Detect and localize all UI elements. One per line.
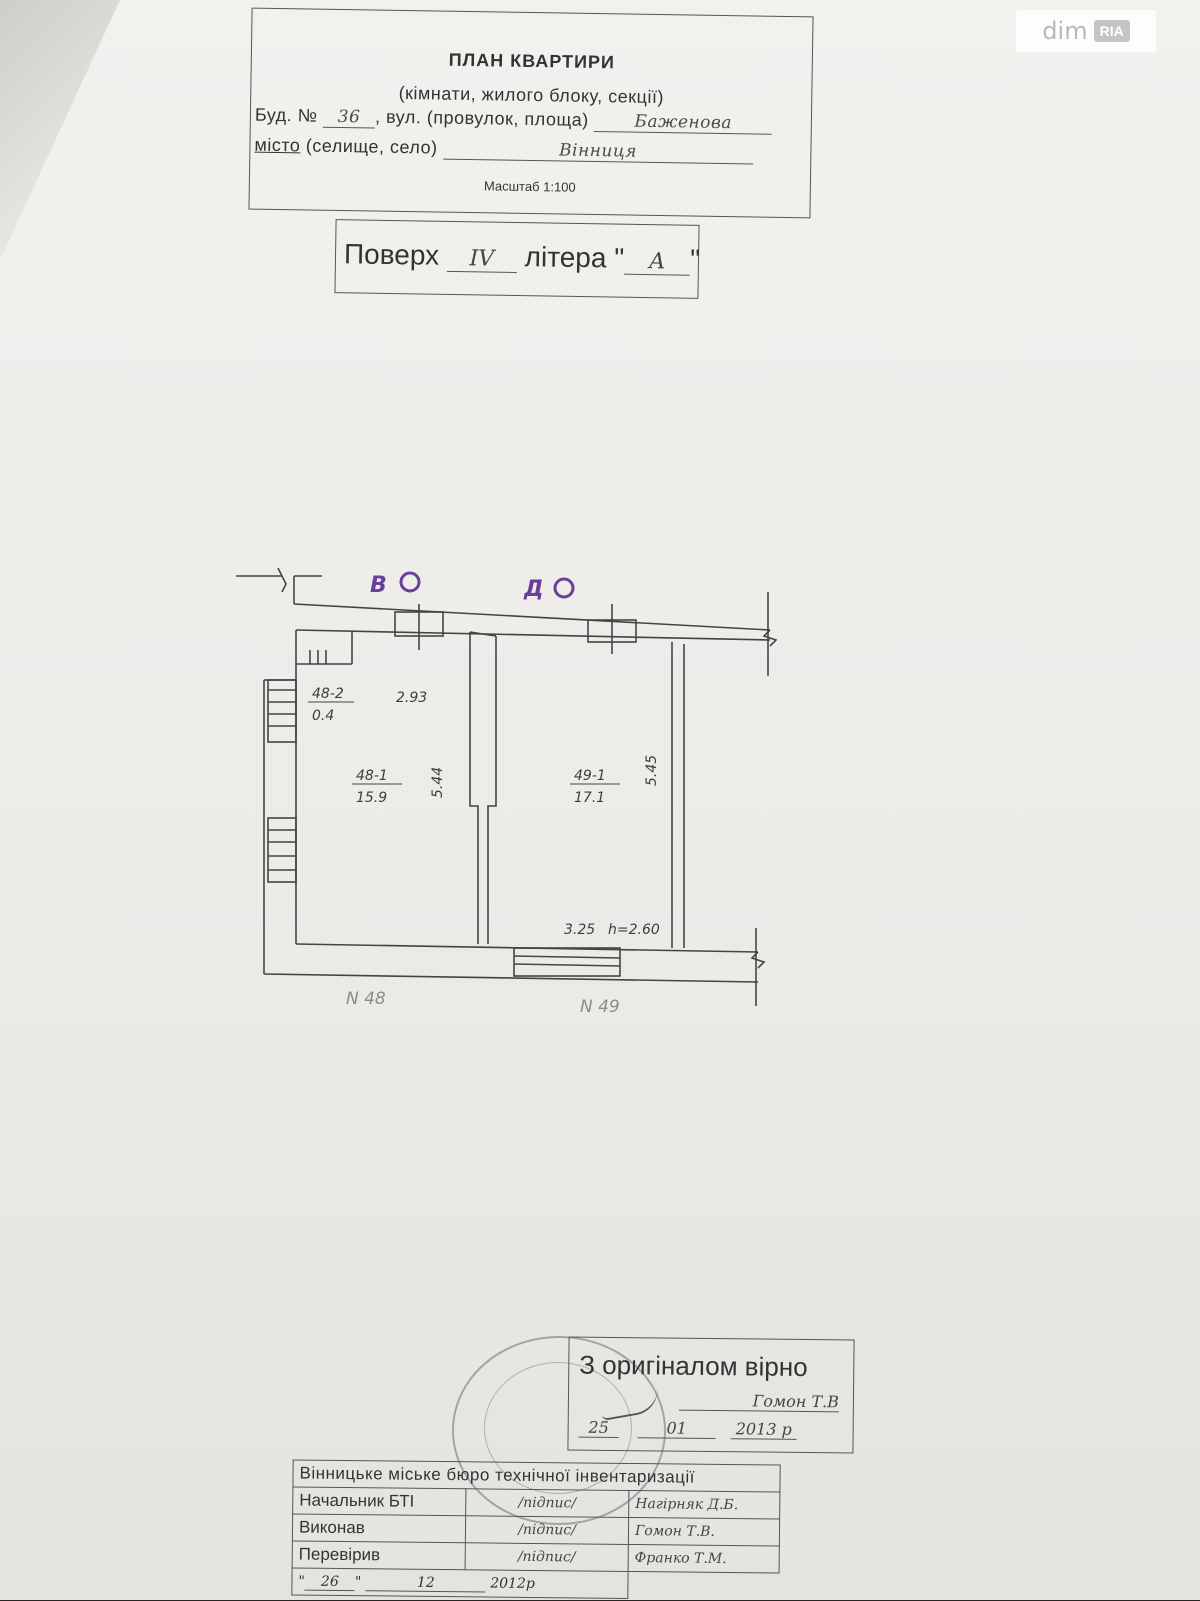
bti-date-day: 26 [304,1573,355,1591]
room-49-1-area: 17.1 [574,790,605,806]
certification-year: 2013 р [730,1419,797,1440]
room-48-length: 5.44 [430,767,446,798]
axis-label-d: Д [523,577,544,602]
certification-heading: З оригіналом вірно [579,1349,808,1383]
room-48-1-area: 15.9 [356,790,387,806]
room-49-length: 5.45 [644,755,660,786]
official-seal-inner-ring [484,1362,632,1494]
room-48-2-area: 0.4 [312,708,334,724]
certification-day: 25 [578,1417,619,1439]
watermark-ria-badge: RIA [1093,20,1130,42]
certification-name-row: Гомон Т.В [678,1390,840,1413]
bti-date-row: "26" 12 2012р [291,1567,779,1600]
apartment-label-49: N 49 [580,997,620,1017]
room-49-width: 3.25 [564,922,595,938]
bti-name-head: Нагірняк Д.Б. [628,1490,780,1520]
plan-walls [236,567,778,1006]
bti-date-year: 2012р [490,1575,535,1592]
bti-sign-checked: /підпис/ [465,1542,629,1572]
bti-date-month: 12 [365,1573,486,1592]
bti-role-checked: Перевірив [292,1540,466,1570]
certification-name: Гомон Т.В [678,1390,840,1413]
bti-date: "26" 12 2012р [291,1567,629,1599]
room-48-2-id: 48-2 [312,686,344,702]
watermark-logo: dim RIA [1016,10,1156,52]
official-seal [452,1336,666,1525]
axis-marker-v [399,571,421,593]
room-49-1-id: 49-1 [574,768,606,784]
axis-label-v: В [370,573,387,598]
ceiling-height: h=2.60 [608,922,660,938]
apartment-label-48: N 48 [346,989,386,1009]
room-48-1-id: 48-1 [356,768,388,784]
bti-role-head: Начальник БТІ [292,1486,466,1516]
certification-month: 01 [637,1418,716,1440]
room-48-width: 2.93 [396,690,427,706]
bti-signature-table: Вінницьке міське бюро технічної інвентар… [291,1459,781,1600]
bti-sign-head: /підпис/ [465,1488,629,1518]
bti-name-checked: Франко Т.М. [628,1544,780,1574]
bti-role-executed: Виконав [292,1513,466,1543]
bti-sign-executed: /підпис/ [465,1515,629,1545]
axis-marker-d [553,577,575,599]
bti-date-empty [628,1571,779,1600]
bti-name-executed: Гомон Т.В. [628,1517,780,1547]
watermark-dim-text: dim [1042,17,1088,45]
certification-date-row: 25 01 2013 р [578,1417,797,1440]
